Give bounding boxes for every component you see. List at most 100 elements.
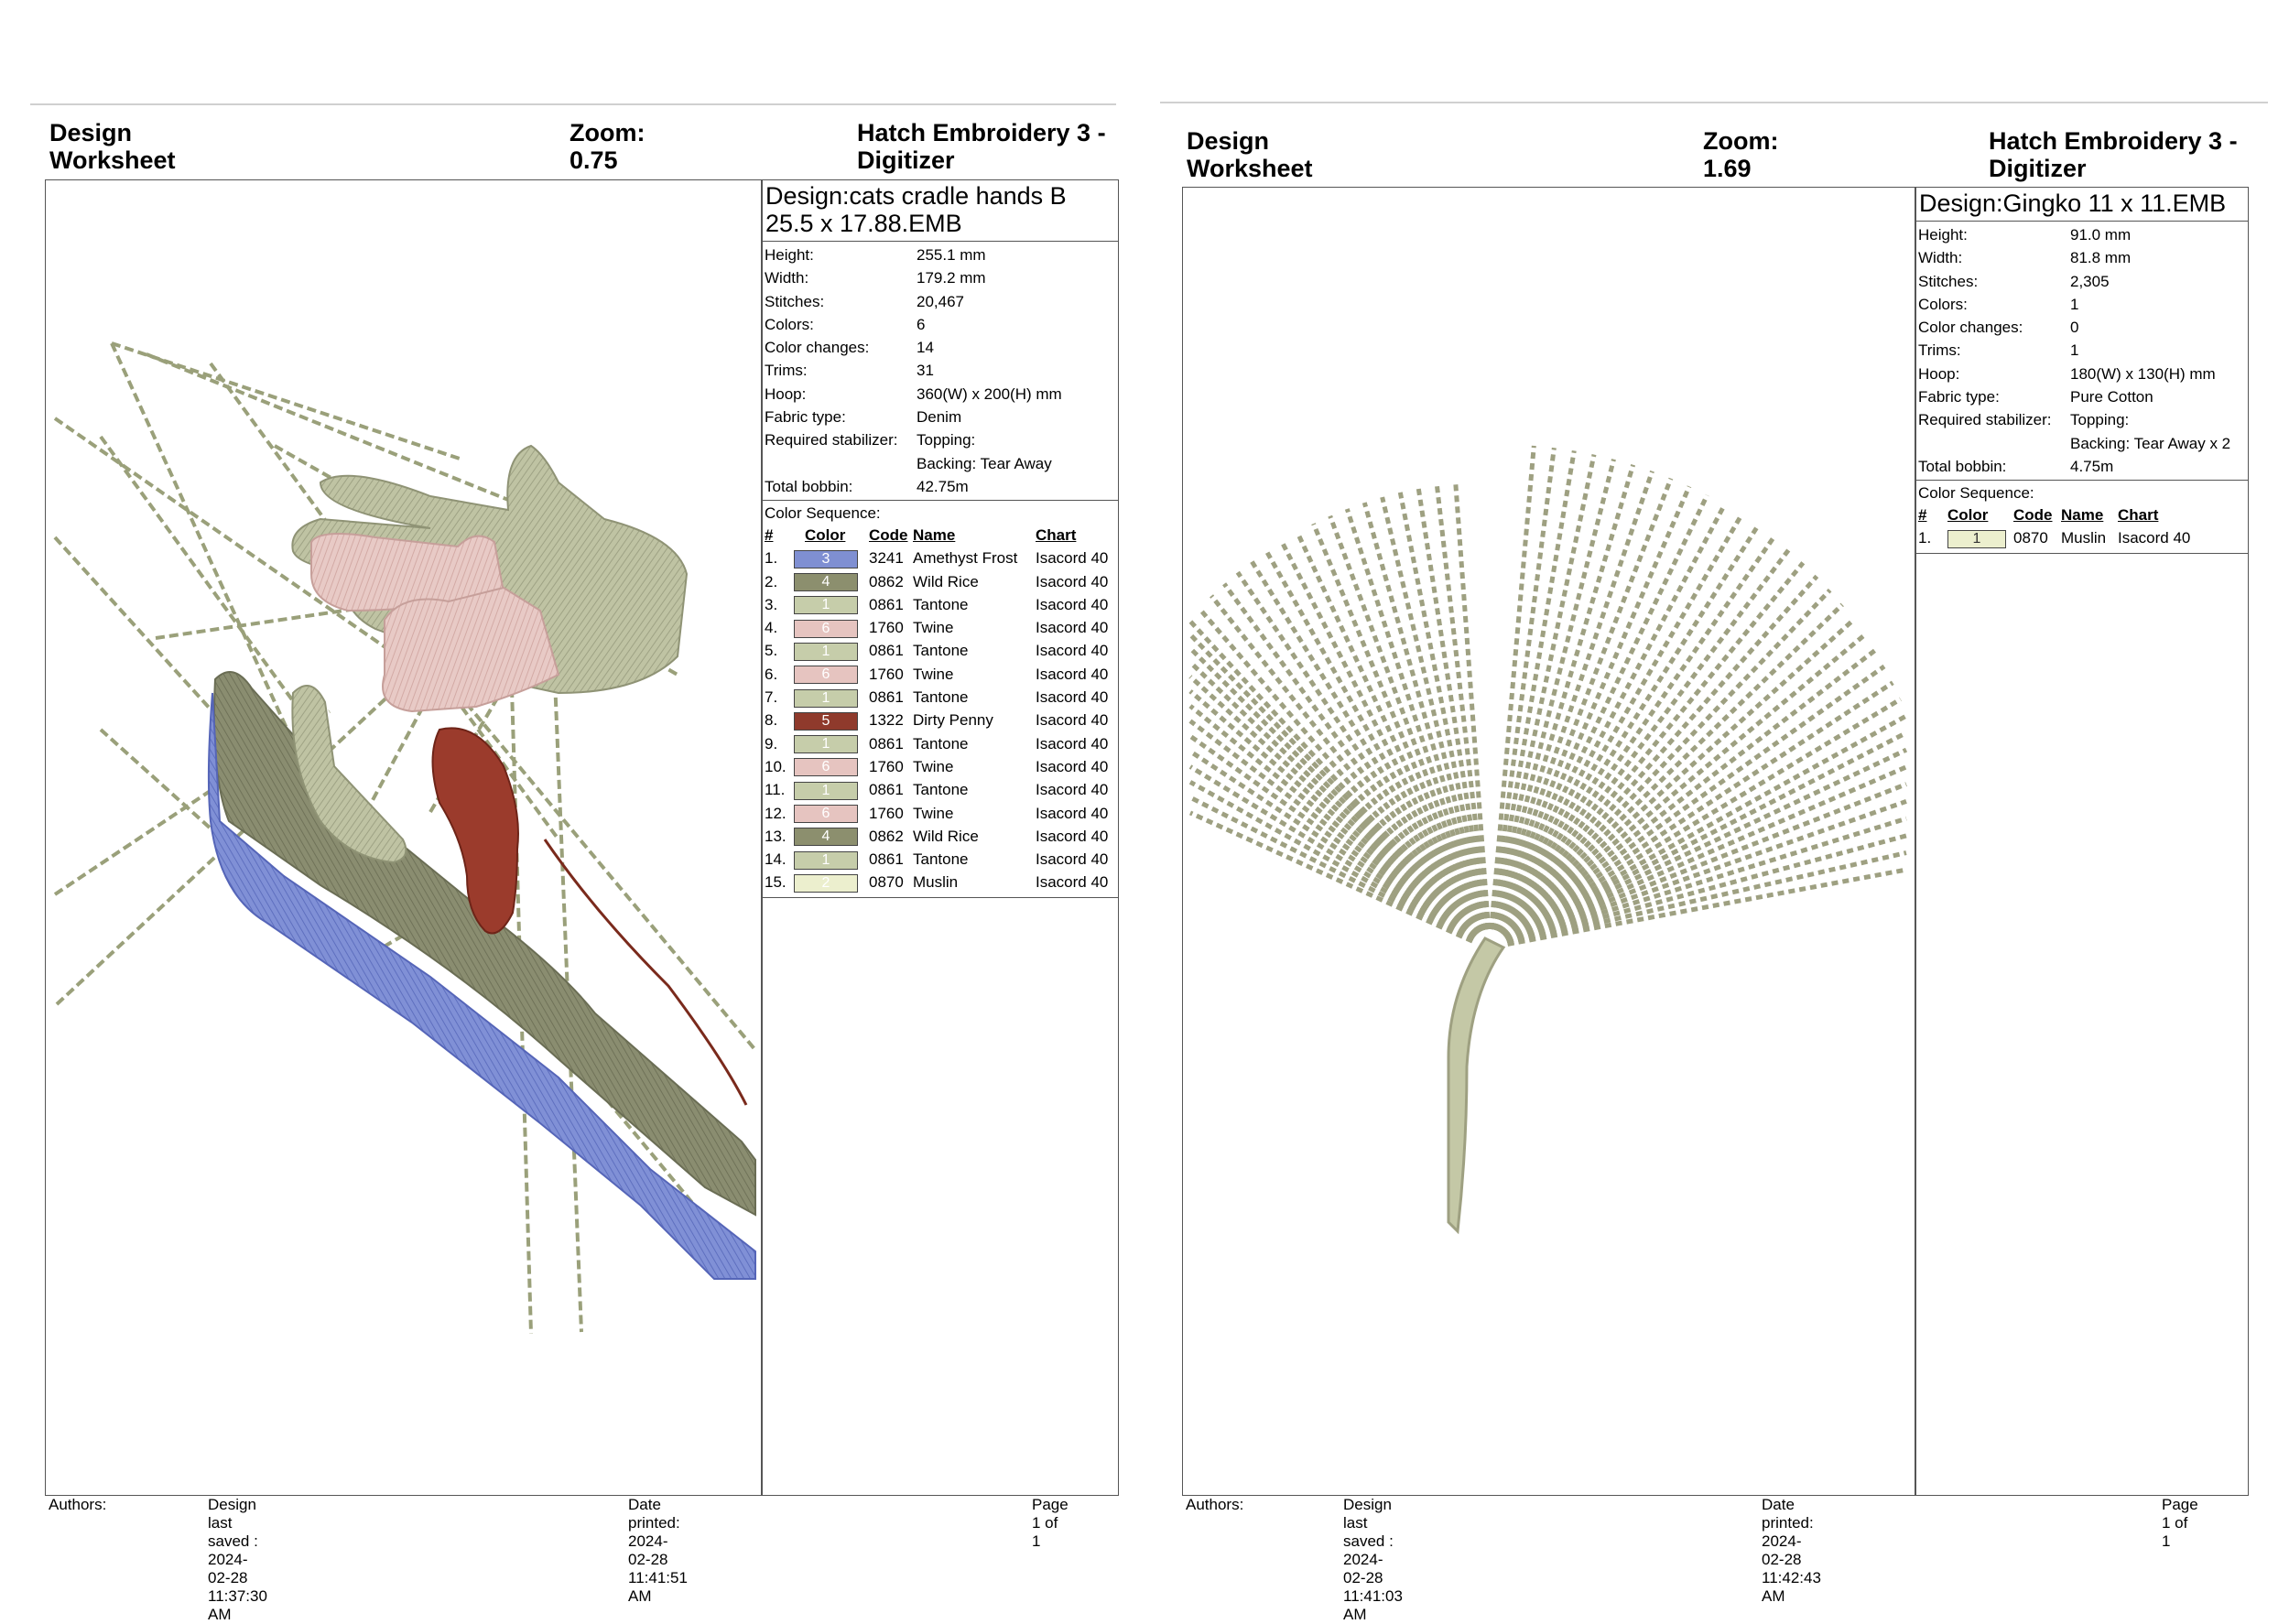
color-swatch-cell: 1 <box>794 732 860 755</box>
color-swatch-cell: 1 <box>794 778 860 801</box>
property-row: Stitches:20,467 <box>765 290 1115 313</box>
property-value: 20,467 <box>917 292 964 310</box>
property-row: Color changes:14 <box>765 336 1115 359</box>
property-value: 91.0 mm <box>2070 226 2132 244</box>
property-row: Colors:6 <box>765 313 1115 336</box>
col-chart: Chart <box>1036 526 1077 545</box>
col-name: Name <box>913 526 956 545</box>
ginkgo-stitch-ray <box>1188 633 1480 937</box>
property-label: Total bobbin: <box>765 477 853 495</box>
thread-name: Tantone <box>913 734 969 752</box>
property-value: Pure Cotton <box>2070 388 2153 406</box>
footer-page-number: Page 1 of 1 <box>2162 1496 2198 1550</box>
ginkgo-stitch-ray <box>1497 536 1776 934</box>
property-value: 360(W) x 200(H) mm <box>917 384 1062 403</box>
color-sequence-label: Color Sequence: <box>1918 484 2034 503</box>
footer-date-printed: Date printed: 2024-02-28 11:42:43 AM <box>1762 1496 1821 1605</box>
thread-code: 0862 <box>869 572 904 590</box>
property-row: Width:81.8 mm <box>1918 246 2245 269</box>
color-swatch: 1 <box>1947 529 2006 548</box>
footer-authors: Authors: <box>1186 1496 1244 1513</box>
sequence-number: 13. <box>765 827 787 845</box>
ginkgo-stitch-ray <box>1502 664 1886 939</box>
property-value: 14 <box>917 339 934 357</box>
thread-chart: Isacord 40 <box>1036 549 1109 568</box>
ginkgo-stitch-ray <box>1222 582 1481 935</box>
worksheet-title: Design Worksheet <box>1187 127 1313 182</box>
design-preview <box>45 179 763 1496</box>
ginkgo-stitch-ray <box>1361 502 1488 931</box>
thread-code: 0861 <box>869 688 904 707</box>
color-swatch-cell: 2 <box>794 871 860 893</box>
property-value: 42.75m <box>917 477 969 495</box>
thread-code: 0861 <box>869 595 904 613</box>
thread-code: 0861 <box>869 781 904 799</box>
ginkgo-stitch-ray <box>1492 464 1636 931</box>
property-label: Trims: <box>1918 341 1961 360</box>
color-swatch-cell: 1 <box>794 593 860 616</box>
thread-chart: Isacord 40 <box>1036 619 1109 637</box>
ginkgo-stitch-ray <box>1503 680 1894 939</box>
col-code: Code <box>2013 506 2053 525</box>
ginkgo-stitch-ray <box>1188 704 1477 939</box>
ginkgo-stitch-ray <box>1188 675 1478 938</box>
property-row: Total bobbin: 42.75m <box>765 475 1115 498</box>
top-rule <box>1160 102 2268 103</box>
design-file-name: Design:Gingko 11 x 11.EMB <box>1915 188 2248 222</box>
sequence-number: 4. <box>765 619 778 637</box>
top-rule <box>30 103 1116 105</box>
ginkgo-stitch-ray <box>1495 503 1727 933</box>
property-value: 6 <box>917 315 926 333</box>
thread-name: Twine <box>913 665 954 683</box>
color-swatch-cell: 6 <box>794 802 860 825</box>
ginkgo-stitch-ray <box>1493 477 1674 932</box>
zoom-value: 1.69 <box>1703 155 1752 182</box>
thread-chart: Isacord 40 <box>1036 711 1109 730</box>
thread-chart: Isacord 40 <box>1036 642 1109 660</box>
ginkgo-leaf-artwork <box>1188 445 1908 1235</box>
color-swatch: 1 <box>794 642 858 661</box>
color-swatch-cell: 6 <box>794 616 860 639</box>
cats-cradle-hands-artwork <box>53 341 757 1335</box>
thread-code: 1322 <box>869 711 904 730</box>
ginkgo-stitch-ray <box>1279 540 1484 933</box>
thread-name: Dirty Penny <box>913 711 993 730</box>
property-label: Trims: <box>765 362 808 380</box>
ginkgo-stitch-ray <box>1188 780 1475 942</box>
ginkgo-stitch-ray <box>1188 749 1475 941</box>
property-row: Required stabilizer:Topping: Backing: Te… <box>1918 408 2245 455</box>
thread-name: Tantone <box>913 781 969 799</box>
thread-name: Wild Rice <box>913 572 979 590</box>
design-file-name: Design:cats cradle hands B 25.5 x 17.88.… <box>762 180 1118 242</box>
ginkgo-stitch-ray <box>1506 816 1907 945</box>
color-swatch: 5 <box>794 711 858 731</box>
ginkgo-stitch-ray <box>1328 514 1486 932</box>
thread-chart: Isacord 40 <box>1036 850 1109 869</box>
property-value: 0 <box>2070 319 2079 337</box>
property-label: Total bobbin: <box>1918 457 2007 475</box>
col-name: Name <box>2061 506 2104 525</box>
sequence-number: 3. <box>765 595 778 613</box>
property-row: Color changes:0 <box>1918 316 2245 339</box>
zoom-value: 0.75 <box>570 146 618 174</box>
thread-chart: Isacord 40 <box>1036 734 1109 752</box>
ginkgo-stitch-ray <box>1504 731 1908 941</box>
property-value: 255.1 mm <box>917 246 986 264</box>
thread-name: Tantone <box>913 850 969 869</box>
color-swatch: 4 <box>794 828 858 847</box>
thread-code: 0861 <box>869 642 904 660</box>
color-swatch-cell: 1 <box>794 686 860 709</box>
color-sequence: Color Sequence: # Color Code Name Chart … <box>762 501 1118 898</box>
color-sequence-header: # Color Code Name Chart <box>1918 503 2245 526</box>
sequence-number: 15. <box>765 873 787 892</box>
